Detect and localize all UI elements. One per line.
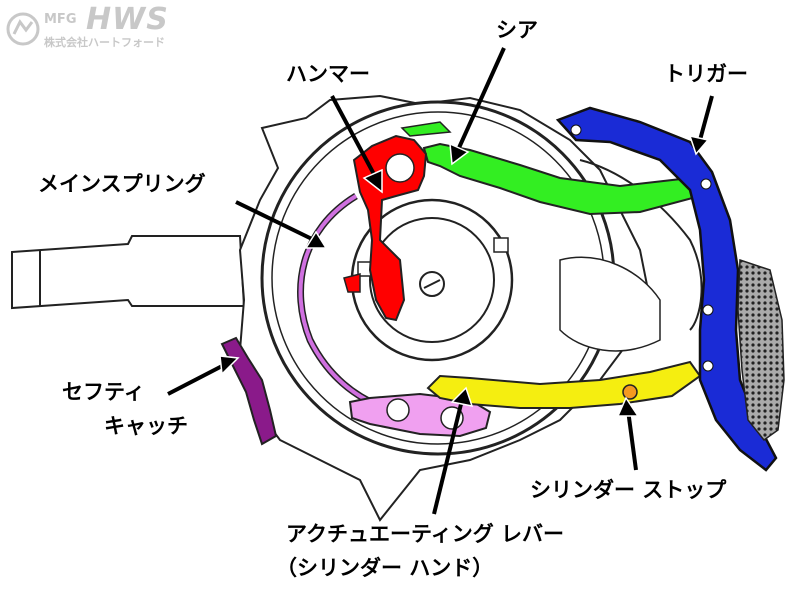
leader-arrows — [167, 47, 714, 515]
frame-right-body — [559, 256, 661, 352]
frame-grip-tube — [11, 235, 246, 310]
sear-arm — [400, 121, 452, 137]
trigger-pivot-bottom — [702, 360, 714, 372]
arrow-safety — [167, 362, 227, 396]
label-safety-line1: セフティ — [62, 380, 145, 404]
label-lever-line1: アクチュエーティング レバー — [286, 522, 564, 546]
trigger-pivot-low — [702, 304, 714, 316]
arrowhead-hammer — [362, 168, 383, 194]
hammer-pivot — [385, 153, 415, 183]
arrow-heads — [219, 134, 710, 417]
hammer-spur — [343, 273, 361, 293]
arrowhead-mainspring — [304, 230, 328, 249]
logo-prefix: MFG — [44, 12, 77, 27]
center-screw-slot — [423, 279, 441, 289]
arrowhead-lever — [450, 386, 474, 407]
grip-texture — [737, 258, 785, 442]
label-hammer: ハンマー — [286, 62, 370, 86]
hws-logo: MFG HWS 株式会社ハートフォード — [6, 2, 169, 50]
arrowhead-cylinder-stop — [616, 396, 640, 417]
frame-trigger-guard — [579, 159, 703, 331]
label-lever-line2: （シリンダー ハンド） — [276, 556, 494, 580]
arrow-trigger — [698, 95, 714, 141]
cylinder-hand-screw-left — [386, 398, 410, 422]
label-trigger: トリガー — [664, 62, 748, 86]
arrow-cylinder-stop — [626, 409, 638, 471]
label-safety-line2: キャッチ — [104, 414, 188, 438]
safety-catch-part — [220, 336, 278, 446]
cylinder-stop-part — [622, 384, 638, 400]
arrowhead-safety — [219, 355, 240, 376]
arrow-lever — [432, 399, 464, 515]
label-mainspring: メインスプリング — [38, 172, 206, 196]
label-cylinder-stop: シリンダー ストップ — [530, 478, 727, 502]
cylinder-notch-right — [493, 237, 509, 253]
arrowhead-trigger — [688, 134, 710, 156]
trigger-pivot-mid — [700, 178, 712, 190]
arrowhead-sear — [449, 142, 470, 166]
logo-company: 株式会社ハートフォード — [44, 36, 165, 49]
trigger-pivot-top — [570, 124, 582, 136]
arrow-sear — [456, 47, 506, 151]
logo-brand: HWS — [86, 2, 169, 37]
hws-crest-icon — [6, 12, 40, 46]
label-sear: シア — [496, 18, 538, 42]
sear-part — [422, 142, 702, 216]
arrow-hammer — [330, 95, 378, 179]
trigger-part — [555, 106, 778, 472]
arrow-mainspring — [235, 200, 315, 242]
